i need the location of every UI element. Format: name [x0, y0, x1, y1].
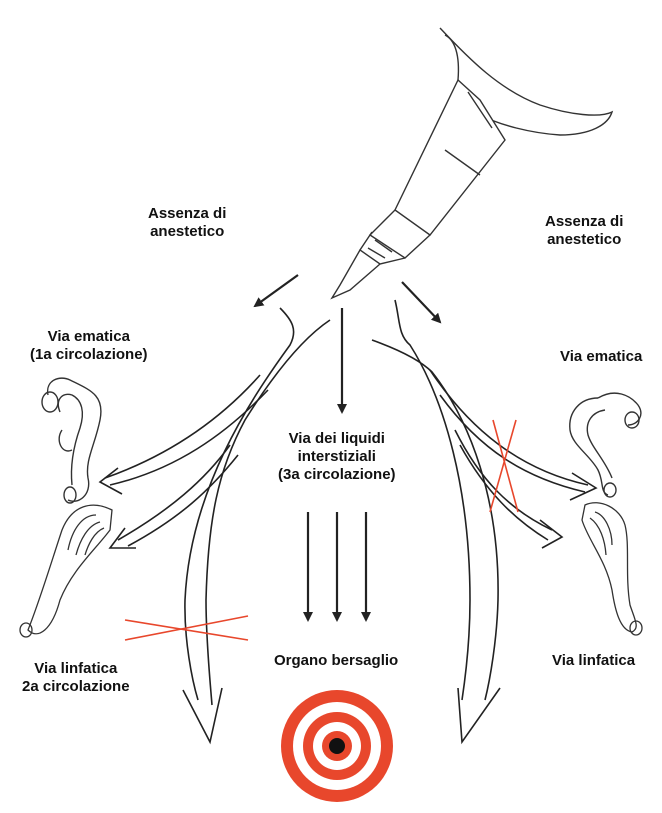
spread-arrow-left [253, 274, 299, 308]
blood-route-label-left: Via ematica (1a circolazione) [30, 328, 148, 363]
blood-vessel-icon [41, 377, 102, 504]
blood-route-label-right: Via ematica [560, 348, 643, 365]
syringe-icon [330, 27, 614, 300]
lymph-route-label-left: Via linfatica 2a circolazione [22, 660, 130, 695]
spread-arrow-right [401, 281, 442, 324]
interstitial-route-label: Via dei liquidi interstiziali (3a circol… [278, 430, 396, 483]
no-anesthetic-label-left: Assenza di anestetico [148, 205, 227, 240]
target-icon [281, 690, 393, 802]
blocked-cross-left [124, 615, 249, 641]
left-flow-arrow [98, 307, 331, 745]
target-organ-label: Organo bersaglio [274, 652, 399, 669]
lymph-route-label-right: Via linfatica [552, 652, 636, 669]
blocked-cross-right [489, 419, 519, 513]
lymph-node-icon [19, 504, 113, 638]
blood-vessel-icon-right [569, 392, 642, 498]
right-flow-arrow [371, 299, 598, 745]
no-anesthetic-label-right: Assenza di anestetico [545, 213, 624, 248]
lymph-node-icon-right [581, 502, 643, 636]
